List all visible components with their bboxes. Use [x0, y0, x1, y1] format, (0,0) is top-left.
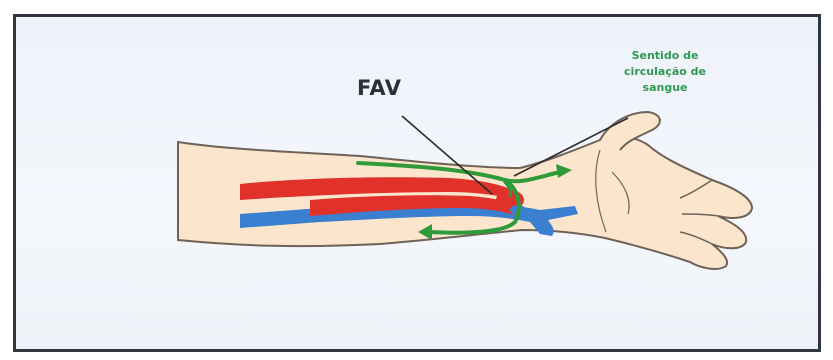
- fav-label: FAV: [357, 76, 402, 100]
- flow-label-line-2: circulação de: [605, 64, 725, 80]
- blood-flow-direction-label: Sentido de circulação de sangue: [605, 48, 725, 96]
- flow-label-line-3: sangue: [605, 80, 725, 96]
- flow-label-line-1: Sentido de: [605, 48, 725, 64]
